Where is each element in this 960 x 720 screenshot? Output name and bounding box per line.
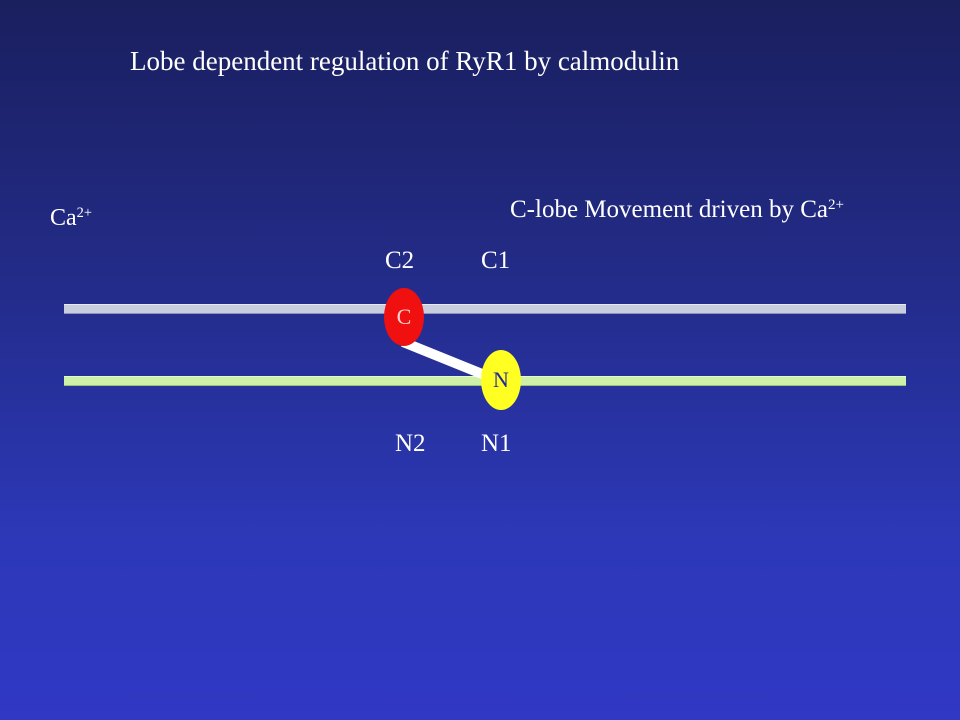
c-lobe-label: C [396, 304, 412, 329]
calcium-label-base: Ca [50, 205, 77, 231]
c-lobe-movement-label: C-lobe Movement driven by Ca2+ [510, 197, 844, 222]
calmodulin-c-lobe: C [384, 288, 424, 346]
n-lobe-label: N [493, 367, 509, 392]
calcium-label-charge: 2+ [76, 205, 92, 222]
site-label-n1: N1 [481, 430, 512, 457]
site-label-n2: N2 [395, 430, 426, 457]
calcium-label: Ca2+ [50, 206, 92, 230]
c-lobe-movement-charge: 2+ [828, 196, 844, 213]
ryr1-top-strand [64, 304, 906, 314]
c-lobe-movement-text: C-lobe Movement driven by Ca [510, 196, 828, 223]
site-label-c2: C2 [385, 247, 415, 274]
slide-title: Lobe dependent regulation of RyR1 by cal… [130, 46, 680, 76]
calmodulin-n-lobe: N [481, 350, 521, 410]
site-label-c1: C1 [481, 247, 511, 274]
